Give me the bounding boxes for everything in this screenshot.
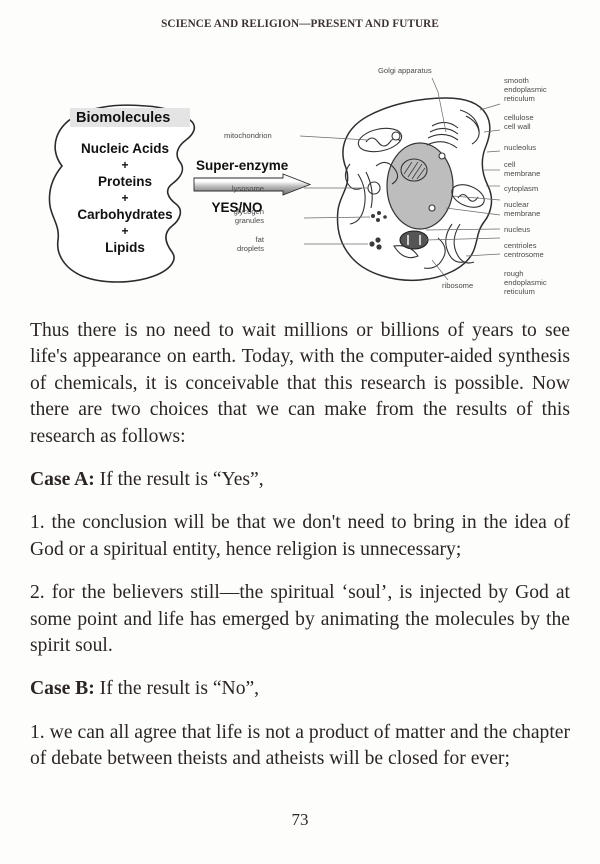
- label-rough-endoplasmic: endoplasmic: [504, 278, 547, 287]
- label-ribosome: ribosome: [442, 281, 473, 290]
- blob-item-carbohydrates: Carbohydrates: [77, 207, 172, 222]
- label-reticulum: reticulum: [504, 94, 535, 103]
- blob-item-lipids: Lipids: [105, 240, 145, 255]
- label-cytoplasm: cytoplasm: [504, 184, 538, 193]
- label-nucleus: nucleus: [504, 225, 530, 234]
- label-glycogen: glycogen: [234, 207, 264, 216]
- label-cellulose: cellulose: [504, 113, 534, 122]
- mitochondrion-shape-2: [451, 184, 485, 208]
- yes-no-label: YES/NO: [211, 200, 262, 215]
- label-endoplasmic: endoplasmic: [504, 85, 547, 94]
- label-centrosome: centrosome: [504, 250, 544, 259]
- nucleus-shape: [386, 142, 454, 230]
- biomolecules-blob: Biomolecules Nucleic Acids + Proteins + …: [48, 104, 196, 283]
- paragraph-case-a-item-2: 2. for the believers still—the spiritual…: [30, 582, 570, 657]
- vacuole-shape: [393, 245, 419, 259]
- paragraph-case-b-item-1: 1. we can all agree that life is not a p…: [30, 721, 570, 770]
- golgi-apparatus-shape: [426, 121, 459, 149]
- er-strands-left: [344, 161, 399, 225]
- fat-droplets-shape: [369, 237, 382, 250]
- label-nuclear: nuclear: [504, 200, 529, 209]
- case-b-label: Case B:: [30, 678, 95, 700]
- label-droplets: droplets: [237, 244, 264, 253]
- figure-biomolecules-to-cell: Biomolecules Nucleic Acids + Proteins + …: [28, 48, 573, 306]
- vesicle-shapes: [391, 131, 446, 212]
- super-enzyme-arrow-group: Super-enzyme YES/NO: [193, 158, 312, 215]
- biomolecules-title: Biomolecules: [76, 110, 170, 126]
- blob-separator-2: +: [121, 191, 128, 205]
- label-centrioles: centrioles: [504, 241, 537, 250]
- label-cell: cell: [504, 160, 516, 169]
- label-lysosome: lysosome: [232, 184, 264, 193]
- leader-lines: [299, 77, 501, 281]
- label-granules: granules: [235, 216, 264, 225]
- paragraph-case-a-item-1: 1. the conclusion will be that we don't …: [30, 512, 570, 560]
- blob-separator-3: +: [121, 224, 128, 238]
- animal-cell-diagram: [336, 97, 493, 282]
- label-rough-reticulum: reticulum: [504, 287, 535, 296]
- page-number: 73: [291, 810, 309, 829]
- label-fat: fat: [256, 235, 265, 244]
- super-enzyme-label: Super-enzyme: [196, 158, 289, 173]
- biomolecules-title-highlight: [70, 108, 190, 127]
- label-nucleolus: nucleolus: [504, 143, 536, 152]
- label-rough: rough: [504, 269, 523, 278]
- running-head: SCIENCE AND RELIGION—PRESENT AND FUTURE: [161, 18, 439, 30]
- body-text-column: Thus there is no need to wait millions o…: [30, 318, 570, 773]
- glycogen-granules-shape: [371, 211, 387, 222]
- label-golgi-apparatus: Golgi apparatus: [378, 66, 432, 75]
- label-mitochondrion: mitochondrion: [224, 131, 272, 140]
- label-membrane: membrane: [504, 169, 540, 178]
- paragraph-intro: Thus there is no need to wait millions o…: [30, 320, 570, 447]
- case-b-text: If the result is “No”,: [94, 678, 260, 700]
- paragraph-case-b-heading: Case B: If the result is “No”,: [30, 676, 570, 702]
- nucleolus-hatching: [403, 161, 426, 180]
- blob-item-proteins: Proteins: [98, 174, 152, 189]
- case-a-label: Case A:: [30, 469, 95, 491]
- label-cell-wall: cell wall: [504, 122, 531, 131]
- blob-item-nucleic-acids: Nucleic Acids: [81, 141, 169, 156]
- cell-label-group: Golgi apparatus mitochondrion lysosome g…: [224, 66, 547, 296]
- case-a-text: If the result is “Yes”,: [94, 469, 264, 491]
- label-nuclear-membrane: membrane: [504, 209, 540, 218]
- super-enzyme-arrow-icon: [193, 173, 312, 196]
- centrosome-shape: [399, 230, 429, 250]
- rough-endoplasmic-reticulum-shape: [423, 223, 475, 269]
- smooth-endoplasmic-reticulum-shape: [459, 109, 480, 145]
- label-smooth: smooth: [504, 76, 529, 85]
- paragraph-case-a-heading: Case A: If the result is “Yes”,: [30, 467, 570, 493]
- blob-separator-1: +: [121, 158, 128, 172]
- nucleolus-shape: [400, 158, 428, 182]
